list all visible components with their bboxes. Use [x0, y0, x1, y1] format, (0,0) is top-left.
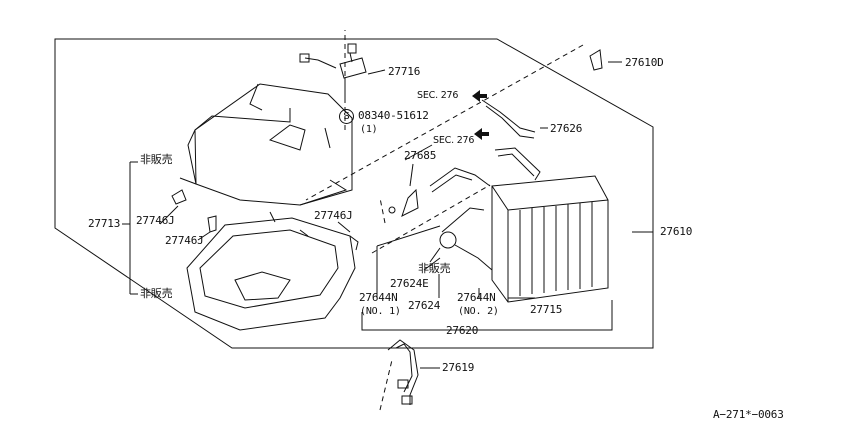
label-27620: 27620	[446, 324, 479, 337]
label-not-sold-top: 非販売	[140, 153, 173, 166]
arrow-icon	[472, 90, 487, 102]
label-27685: 27685	[404, 149, 437, 162]
dashed-guide	[371, 184, 491, 254]
label-27644n-1: 27644N	[359, 291, 398, 304]
label-27624e: 27624E	[390, 277, 429, 290]
clip-27746j	[207, 215, 217, 233]
figure-reference: A−271*−0063	[713, 408, 784, 421]
dashed-guide	[379, 197, 386, 224]
label-27626: 27626	[550, 122, 583, 135]
label-27610d: 27610D	[625, 56, 664, 69]
label-sec-276-top: SEC. 276	[417, 90, 459, 101]
label-27624: 27624	[408, 299, 441, 312]
label-27715: 27715	[530, 303, 563, 316]
dashed-guide	[379, 359, 393, 411]
evaporator-core	[491, 175, 609, 303]
label-27716: 27716	[388, 65, 421, 78]
clip-27746j	[349, 235, 359, 251]
label-27619: 27619	[442, 361, 475, 374]
thermo-switch	[299, 43, 367, 100]
label-not-sold-bottom: 非販売	[140, 287, 173, 300]
label-sec-276-mid: SEC. 276	[433, 135, 475, 146]
screw-icon	[388, 206, 396, 214]
label-screw-code: 08340-51612	[358, 109, 429, 122]
label-27713: 27713	[88, 217, 121, 230]
label-27746j-c: 27746J	[314, 209, 353, 222]
label-no2: (NO. 2)	[458, 306, 499, 317]
upper-case-housing	[179, 83, 353, 206]
label-not-sold-mid: 非販売	[418, 262, 451, 275]
lower-case-housing	[186, 211, 356, 331]
label-no1: (NO. 1)	[360, 306, 401, 317]
bracket-27685	[401, 188, 419, 217]
label-27610: 27610	[660, 225, 693, 238]
grommet-27610d	[589, 49, 603, 71]
leader-lines	[122, 61, 653, 369]
arrow-icon	[474, 128, 489, 140]
label-screw-qty: (1)	[360, 124, 378, 135]
label-27746j-b: 27746J	[165, 234, 204, 247]
label-27746j-a: 27746J	[136, 214, 175, 227]
refrigerant-pipes	[429, 99, 541, 271]
clip-27746j	[171, 189, 187, 205]
screw-symbol-circle: S	[339, 109, 354, 124]
label-27644n-2: 27644N	[457, 291, 496, 304]
assembly-frame	[54, 38, 654, 349]
drain-hose-27619	[387, 339, 419, 405]
